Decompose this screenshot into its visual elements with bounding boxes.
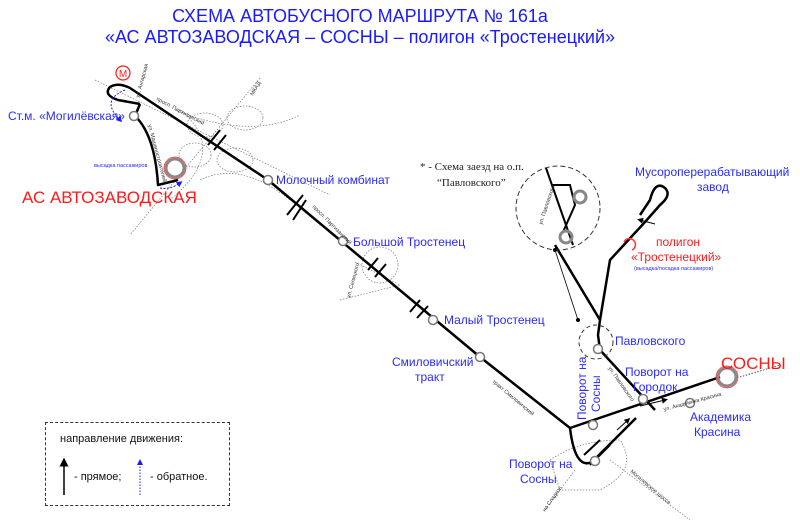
legend-forward: - прямое;	[74, 471, 122, 483]
stop-label-krasina-1: Академика	[690, 410, 751, 424]
mkad-interchange	[94, 77, 691, 521]
street-label: МКАД	[250, 80, 263, 97]
stop-label-krasina-2: Красина	[694, 425, 741, 439]
inset-note-line2: “Павловского”	[437, 177, 506, 189]
metro-icon: М	[115, 65, 131, 81]
stop-marker-gorodok[interactable]	[637, 393, 649, 405]
stop-label-povorot-sosny-v1: Поворот на	[575, 356, 589, 420]
stop-marker-povorot-sosny[interactable]	[587, 419, 599, 431]
street-label: ул. Селицкого	[346, 263, 361, 299]
diagram-title-line2: «АС АВТОЗАВОДСКАЯ – СОСНЫ – полигон «Тро…	[104, 27, 616, 47]
stop-marker-krasina[interactable]	[684, 397, 696, 409]
street-label: ул. Ангарская	[135, 63, 150, 98]
terminal-marker-polygon[interactable]	[623, 237, 637, 251]
terminal-label-polygon-1: полигон	[656, 235, 700, 249]
street-label: на Сладкое	[542, 485, 564, 513]
stop-label-molochny: Молочный комбинат	[276, 173, 390, 187]
legend-heading: направление движения:	[60, 433, 184, 445]
street-label: просп. Партизанский	[311, 203, 354, 246]
stop-label-povorot-sosny-v2: Сосны	[589, 375, 603, 412]
stop-marker-pavlovskogo[interactable]	[592, 343, 604, 355]
stop-label-povorot-sosny-1: Поворот на	[509, 457, 573, 471]
stop-label-pavlovskogo: Павловского	[615, 334, 686, 348]
inset-note-line1: * - Схема заезд на о.п.	[420, 161, 524, 173]
terminal-label-sosny: СОСНЫ	[721, 354, 786, 373]
street-label: Могилевское шоссе	[629, 469, 672, 506]
diagram-title-line1: СХЕМА АВТОБУСНОГО МАРШРУТА № 161а	[172, 6, 548, 26]
stop-label-mogilevskaya: Ст.м. «Могилёвская»	[8, 109, 125, 123]
stop-label-smilovichsky-2: тракт	[415, 370, 445, 384]
stop-label-maly: Малый Тростенец	[444, 313, 545, 327]
stop-label-bolshoy: Большой Тростенец	[353, 235, 465, 249]
stop-marker-maly[interactable]	[427, 314, 439, 326]
stop-label-factory-2: завод	[697, 180, 729, 194]
direction-arrows	[110, 89, 668, 431]
stop-marker-smilovichsky[interactable]	[474, 351, 486, 363]
legend-arrows	[59, 457, 143, 495]
terminal-label-polygon-2: «Тростенецкий»	[631, 250, 722, 264]
polygon-note: (высадка/посадка пассажиров)	[634, 266, 713, 272]
stop-label-factory-1: Мусороперерабатывающий	[635, 165, 789, 179]
terminal-marker-sosny[interactable]	[716, 366, 738, 388]
stop-marker-mogilevskaya[interactable]	[128, 110, 140, 122]
stop-label-gorodok-2: Городок	[633, 380, 678, 394]
terminal-label-start: АС АВТОЗАВОДСКАЯ	[22, 188, 197, 207]
stop-markers	[128, 110, 696, 467]
legend-backward: - обратное.	[150, 471, 208, 483]
street-label: ул. Павловского	[538, 185, 556, 226]
stop-label-gorodok-1: Поворот на	[625, 365, 689, 379]
stop-marker-povorot-sosny-2[interactable]	[589, 455, 601, 467]
stop-marker-molochny[interactable]	[262, 174, 274, 186]
stop-label-smilovichsky-1: Смиловичский	[392, 355, 473, 369]
overpass-icons	[207, 129, 611, 466]
route-line	[106, 83, 721, 465]
stop-label-povorot-sosny-2: Сосны	[520, 472, 557, 486]
legend: направление движения: - прямое; - обратн…	[45, 422, 230, 506]
terminal-marker-start[interactable]	[164, 157, 186, 179]
stop-marker-bolshoy[interactable]	[337, 235, 349, 247]
vysadka-label: высадка пассажиров	[94, 163, 147, 169]
svg-text:М: М	[119, 69, 127, 80]
